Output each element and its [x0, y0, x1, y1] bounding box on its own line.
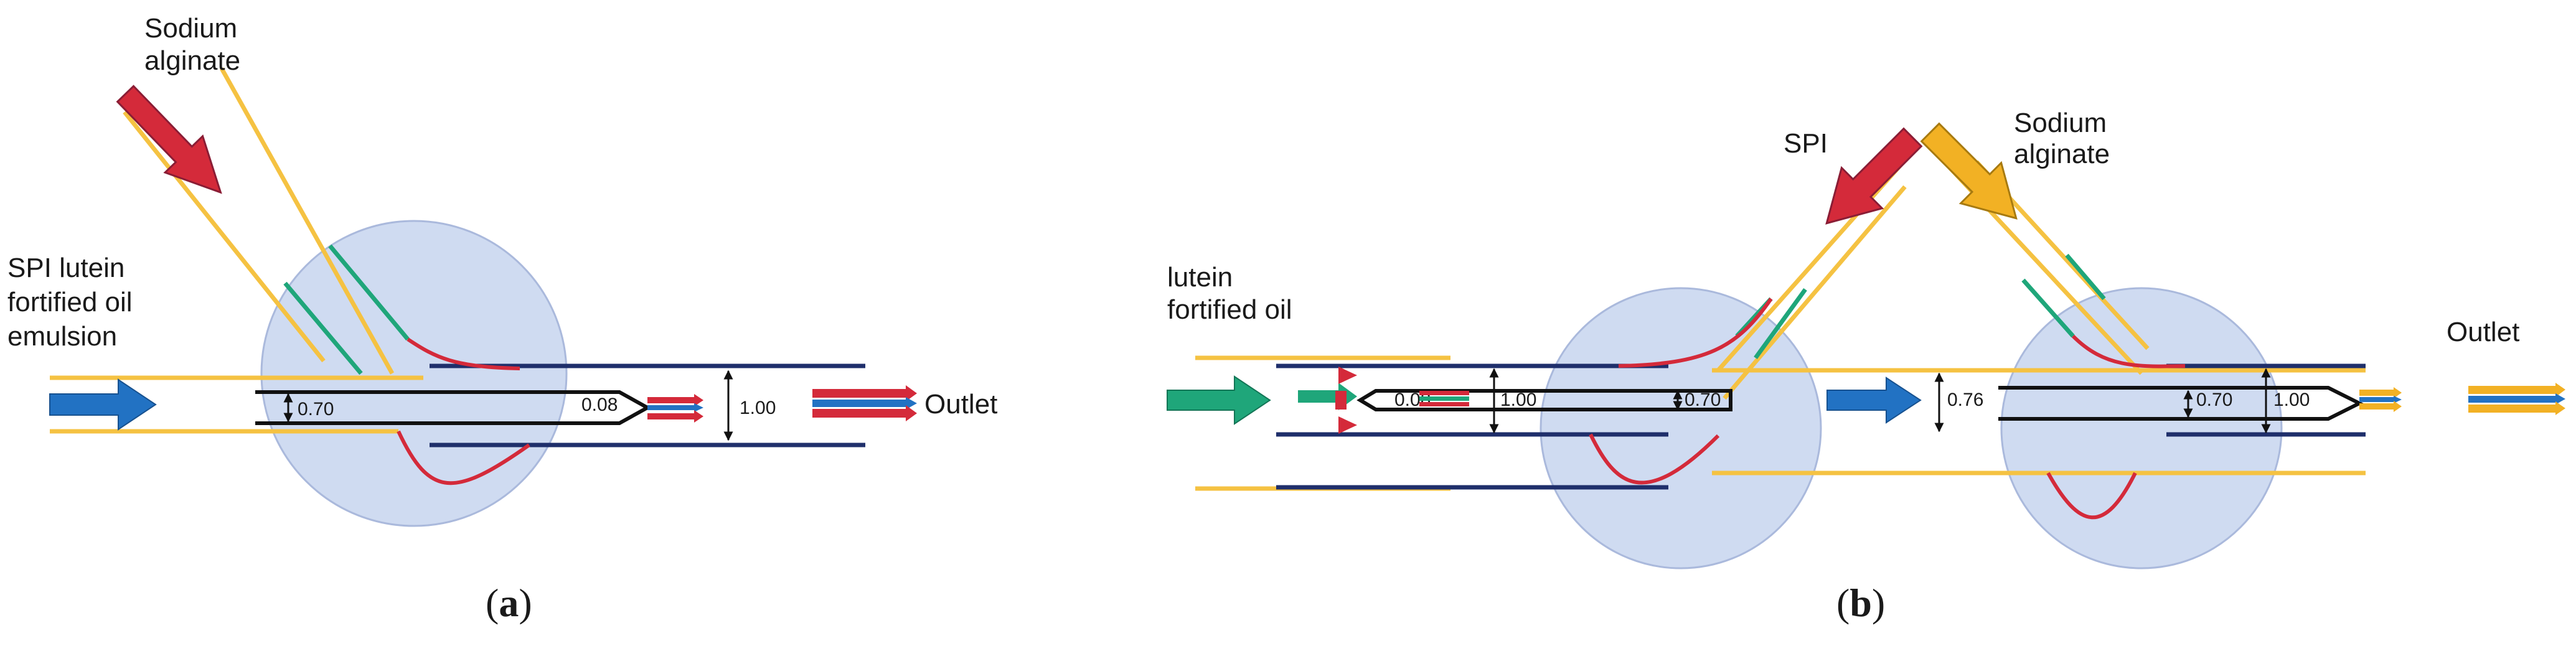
mid-blue-arrow	[1826, 377, 1922, 424]
dim-2-label-b: 0.70	[1685, 390, 1721, 410]
green-strips-b	[1735, 253, 2106, 360]
red-sheath-b	[1589, 297, 2186, 520]
alginate-inflow-arrow	[116, 85, 222, 194]
caption-b: (b)	[1836, 581, 1885, 625]
yellow-capillary	[50, 67, 423, 434]
caption-a: (a)	[486, 581, 532, 625]
dim-inner-label: 0.70	[298, 399, 334, 419]
observation-zone	[260, 220, 568, 527]
dim-outer-label: 1.00	[740, 398, 776, 418]
spi-inflow-arrow	[1825, 127, 1923, 225]
observation-zone-2	[2000, 287, 2283, 569]
tip-stripe-arrow-b	[2359, 387, 2402, 412]
dim-arrows-b	[1489, 368, 2271, 434]
oil-inflow-arrow	[1167, 367, 1357, 434]
mid-stripe-arrow	[1419, 391, 1469, 406]
dim-1-label-b: 1.00	[1500, 390, 1536, 410]
green-strips	[283, 244, 410, 375]
dim-tip-label: 0.08	[581, 395, 618, 415]
red-sheath	[397, 337, 530, 485]
emulsion-inflow-arrow	[49, 378, 157, 431]
outlet-stripe-arrow-b	[2468, 383, 2565, 415]
spi-label: SPI	[1784, 128, 1828, 159]
alginate-inflow-arrow-b	[1920, 122, 2018, 220]
navy-tubes-b	[1276, 363, 2366, 490]
outlet-label-b: Outlet	[2447, 317, 2519, 347]
dim-4-label-b: 0.70	[2196, 390, 2232, 410]
observation-zone-1	[1539, 287, 1822, 569]
collection-tube	[430, 363, 865, 447]
outlet-stripe-arrow	[812, 385, 917, 421]
outlet-label-a: Outlet	[924, 389, 997, 419]
panel-b: 0.08 1.00 0.70 0.76 0.70 1.00	[1167, 108, 2565, 625]
dim-5-label-b: 1.00	[2273, 390, 2310, 410]
dim-3-label-b: 0.76	[1947, 390, 1983, 410]
droplet-stripe-arrow	[647, 394, 703, 423]
